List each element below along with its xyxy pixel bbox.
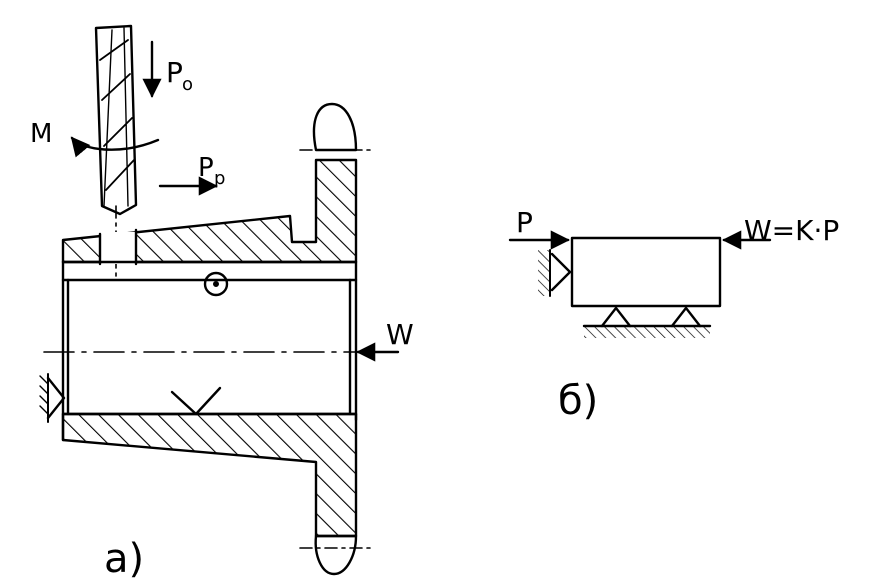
check-mark-icon: [170, 386, 222, 416]
flange-top-tip: [312, 102, 358, 152]
moment-label: M: [30, 119, 52, 149]
drill-bit: [94, 24, 138, 281]
scheme-force-label: P: [516, 206, 533, 239]
triangle-support-icon: [39, 373, 66, 423]
axial-force-label: P: [166, 56, 183, 89]
radial-force-subscript: p: [214, 168, 225, 189]
caption-b: б): [558, 378, 598, 424]
view-b: [508, 230, 772, 338]
circle-dot-icon: [203, 271, 229, 297]
radial-force-label: P: [198, 153, 214, 183]
scheme-bottom-supports: [582, 306, 712, 338]
scheme-left-support: [538, 249, 572, 297]
scheme-clamp-label: W=K·P: [744, 214, 839, 247]
moment-arrow: [70, 136, 160, 158]
caption-a: a): [104, 536, 144, 582]
clamp-force-label: W: [386, 318, 414, 351]
flange-bottom-tip: [314, 534, 358, 576]
axial-force-subscript: o: [182, 74, 193, 95]
part-lower-wall: [61, 412, 358, 538]
view-a: [39, 24, 400, 576]
scheme-body: [570, 236, 722, 308]
bore: [61, 260, 358, 442]
